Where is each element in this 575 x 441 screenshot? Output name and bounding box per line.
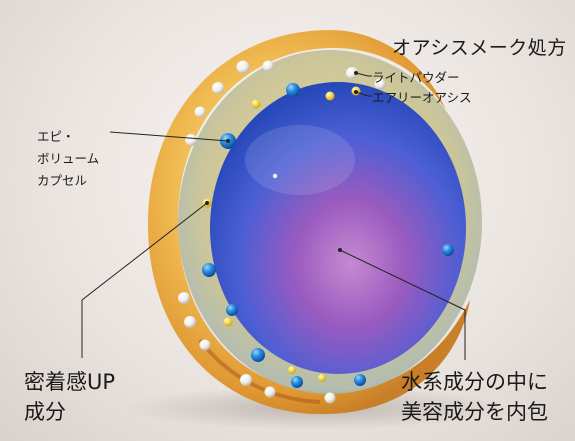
water-based-label: 水系成分の中に 美容成分を内包 <box>401 368 548 428</box>
core-sparkle <box>273 174 277 178</box>
title-label: オアシスメーク処方 <box>392 36 567 60</box>
adhesion-line-2: 成分 <box>24 398 115 428</box>
adhesion-ingredient-label: 密着感UP 成分 <box>24 368 115 428</box>
epi-volume-line-1: エピ・ <box>37 126 99 148</box>
adhesion-line-1: 密着感UP <box>24 368 115 398</box>
light-powder-label: ライトパウダー <box>372 70 460 86</box>
airy-oasis-label: エアリーオアシス <box>372 90 472 106</box>
core-highlight <box>245 125 355 195</box>
water-based-line-1: 水系成分の中に <box>401 368 548 398</box>
epi-volume-capsule-label: エピ・ ボリューム カプセル <box>37 126 99 192</box>
water-based-line-2: 美容成分を内包 <box>401 398 548 428</box>
epi-volume-line-2: ボリューム <box>37 148 99 170</box>
epi-volume-line-3: カプセル <box>37 170 99 192</box>
inner-core <box>210 82 466 374</box>
